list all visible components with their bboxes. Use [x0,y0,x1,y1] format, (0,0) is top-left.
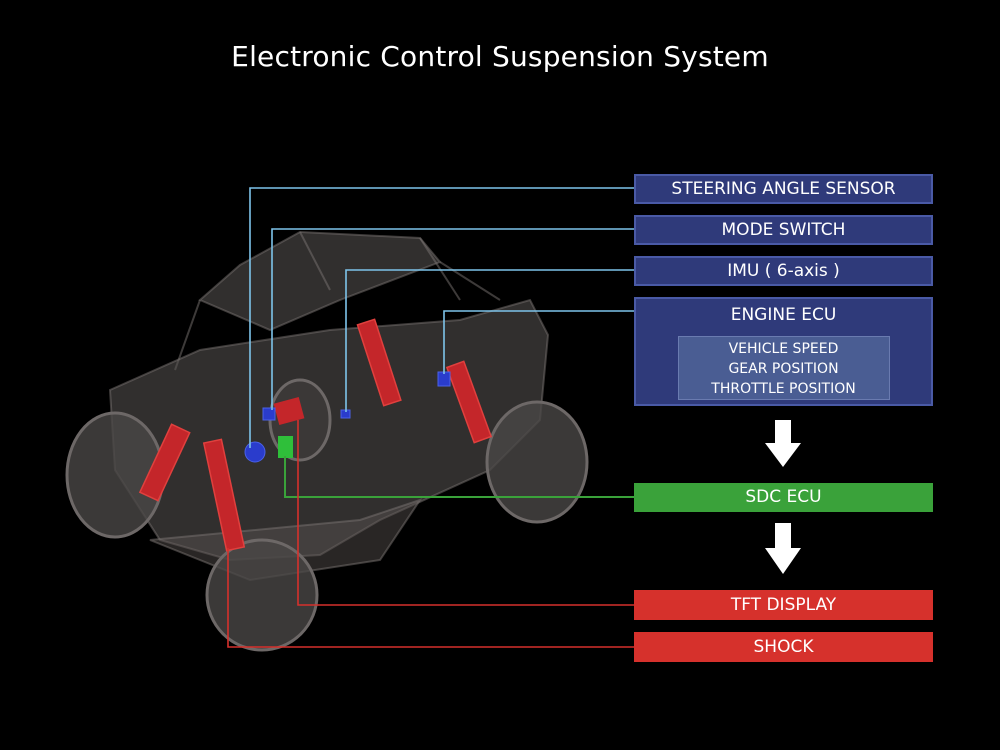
imu-box: IMU ( 6-axis ) [634,256,933,286]
sdc-ecu-box: SDC ECU [634,483,933,512]
steering-angle-sensor-label: STEERING ANGLE SENSOR [671,179,896,199]
shock-rear-right [445,360,493,444]
steering-line [249,187,634,448]
signal-throttle-position: THROTTLE POSITION [711,381,856,397]
tft-display-component [273,397,305,425]
rear-right-wheel [485,400,589,524]
shock-rear-left [356,318,402,407]
imu-label: IMU ( 6-axis ) [727,261,840,281]
shock-label: SHOCK [753,637,814,657]
mode-switch-component [262,407,276,421]
shock-front-left [138,423,191,502]
signal-gear-position: GEAR POSITION [728,361,839,377]
engine-ecu-signals: VEHICLE SPEED GEAR POSITION THROTTLE POS… [677,336,890,400]
engine-ecu-box: ENGINE ECU VEHICLE SPEED GEAR POSITION T… [634,297,933,406]
mode-switch-box: MODE SWITCH [634,215,933,245]
arrow-down-icon [765,523,801,574]
sdc-ecu-component [278,436,293,458]
shock-absorbers [138,318,493,552]
engine-ecu-label: ENGINE ECU [730,305,837,325]
diagram-title: Electronic Control Suspension System [231,40,769,73]
tft-display-label: TFT DISPLAY [730,595,837,615]
mode-switch-label: MODE SWITCH [721,220,846,240]
sensor-connector-lines [249,187,634,448]
tft-display-box: TFT DISPLAY [634,590,933,620]
arrow-down-icon [765,420,801,467]
shock-line [227,548,634,648]
engine-ecu-component [437,371,451,387]
mode-switch-line [271,228,634,410]
output-connector-lines [227,420,634,648]
sdc-ecu-label: SDC ECU [745,487,822,507]
tft-display-line [297,420,634,606]
sdc-ecu-line [284,456,634,498]
shock-front-center [202,438,246,552]
steering-sensor-component [244,441,266,463]
imu-line [345,269,634,412]
steering-angle-sensor-box: STEERING ANGLE SENSOR [634,174,933,204]
shock-box: SHOCK [634,632,933,662]
front-right-wheel [205,538,319,652]
signal-vehicle-speed: VEHICLE SPEED [728,341,839,357]
engine-ecu-line [443,310,634,374]
flow-arrows [765,420,801,574]
